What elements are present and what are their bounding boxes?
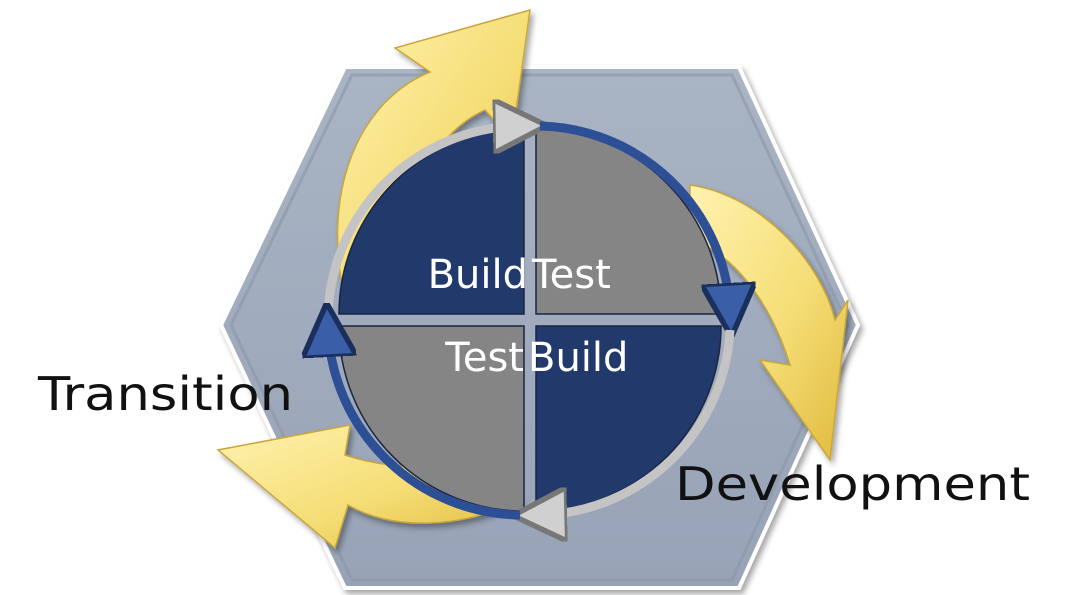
hexagon-inner-bevel (229, 73, 850, 582)
quadrant-label-top-right: Test (531, 252, 611, 298)
yellow-arrow-right (689, 184, 849, 463)
phase-label-development: Development (675, 457, 1030, 511)
blue-arc-top-right (539, 121, 730, 310)
silver-arc-bottom-right (540, 329, 735, 515)
phase-label-transition: Transition (37, 367, 293, 421)
blue-arc-bottom-left (328, 330, 521, 520)
quadrant-label-bottom-left: Test (444, 335, 524, 381)
quadrant-label-bottom-right: Build (528, 335, 628, 381)
silver-arc-top-left (323, 126, 520, 319)
quadrant-label-top-left: Build (428, 252, 528, 298)
